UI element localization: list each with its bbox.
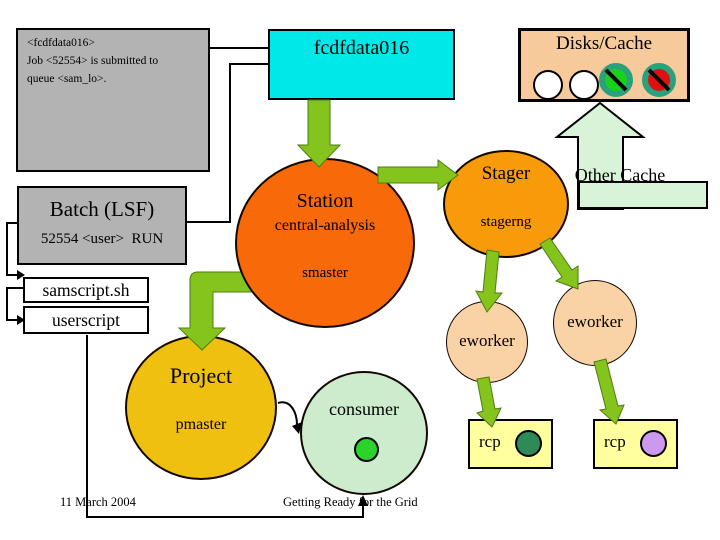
batch-box: Batch (LSF) 52554 <user> RUN [17, 186, 187, 265]
project-daemon: pmaster [175, 416, 227, 433]
stager-daemon: stagerng [480, 214, 532, 230]
arrow-host-to-station [296, 99, 342, 168]
connector-samscript-to-userscript [6, 287, 23, 321]
disk-blocked-red-icon [641, 62, 677, 103]
samscript-box: samscript.sh [23, 277, 149, 303]
rcp-right-dot-icon [640, 430, 667, 457]
host-box: fcdfdata016 [268, 29, 455, 100]
stager-title: Stager [481, 163, 531, 184]
eworker-right-ellipse: eworker [553, 280, 637, 366]
job-info-box: <fcdfdata016> Job <52554> is submitted t… [16, 28, 210, 172]
batch-status: 52554 <user> RUN [40, 231, 164, 247]
consumer-label: consumer [329, 399, 399, 419]
footer-date: 11 March 2004 [60, 495, 136, 509]
consumer-ellipse: consumer [300, 371, 428, 495]
arrow-project-to-consumer [277, 401, 298, 426]
rcp-right-label: rcp [604, 432, 626, 451]
rcp-left-label: rcp [479, 432, 501, 451]
station-name: central-analysis [274, 217, 376, 234]
samscript-label: samscript.sh [42, 280, 130, 300]
project-title: Project [169, 363, 233, 388]
userscript-box: userscript [23, 306, 149, 334]
host-label: fcdfdata016 [313, 37, 410, 59]
eworker-right-label: eworker [567, 312, 623, 331]
station-title: Station [296, 190, 354, 212]
disk-free-icon [569, 70, 599, 100]
disk-blocked-green-icon [598, 62, 634, 103]
rcp-left-box: rcp [468, 419, 553, 469]
rcp-right-box: rcp [593, 419, 678, 469]
disks-cache-box: Disks/Cache [518, 28, 690, 102]
footer-title: Getting Ready for the Grid [283, 495, 418, 509]
disk-free-icon [533, 70, 563, 100]
job-info-line: queue <sam_lo>. [27, 72, 107, 85]
eworker-left-ellipse: eworker [446, 301, 528, 383]
batch-title: Batch (LSF) [49, 197, 155, 221]
job-info-line: Job <52554> is submitted to [27, 54, 159, 67]
project-ellipse: Project pmaster [125, 335, 277, 480]
eworker-left-label: eworker [459, 331, 515, 350]
disks-cache-label: Disks/Cache [555, 33, 653, 54]
job-info-line: <fcdfdata016> [27, 37, 95, 49]
stager-ellipse: Stager stagerng [443, 150, 569, 258]
rcp-left-dot-icon [515, 430, 542, 457]
station-ellipse: Station central-analysis smaster [235, 158, 415, 328]
arrow-eworker-right-to-rcp [593, 358, 625, 425]
station-daemon: smaster [302, 265, 348, 281]
other-cache-label: Other Cache [574, 165, 666, 185]
userscript-label: userscript [51, 310, 121, 330]
consumer-dot-icon [354, 437, 379, 462]
connector-batch-to-samscript [6, 222, 17, 276]
